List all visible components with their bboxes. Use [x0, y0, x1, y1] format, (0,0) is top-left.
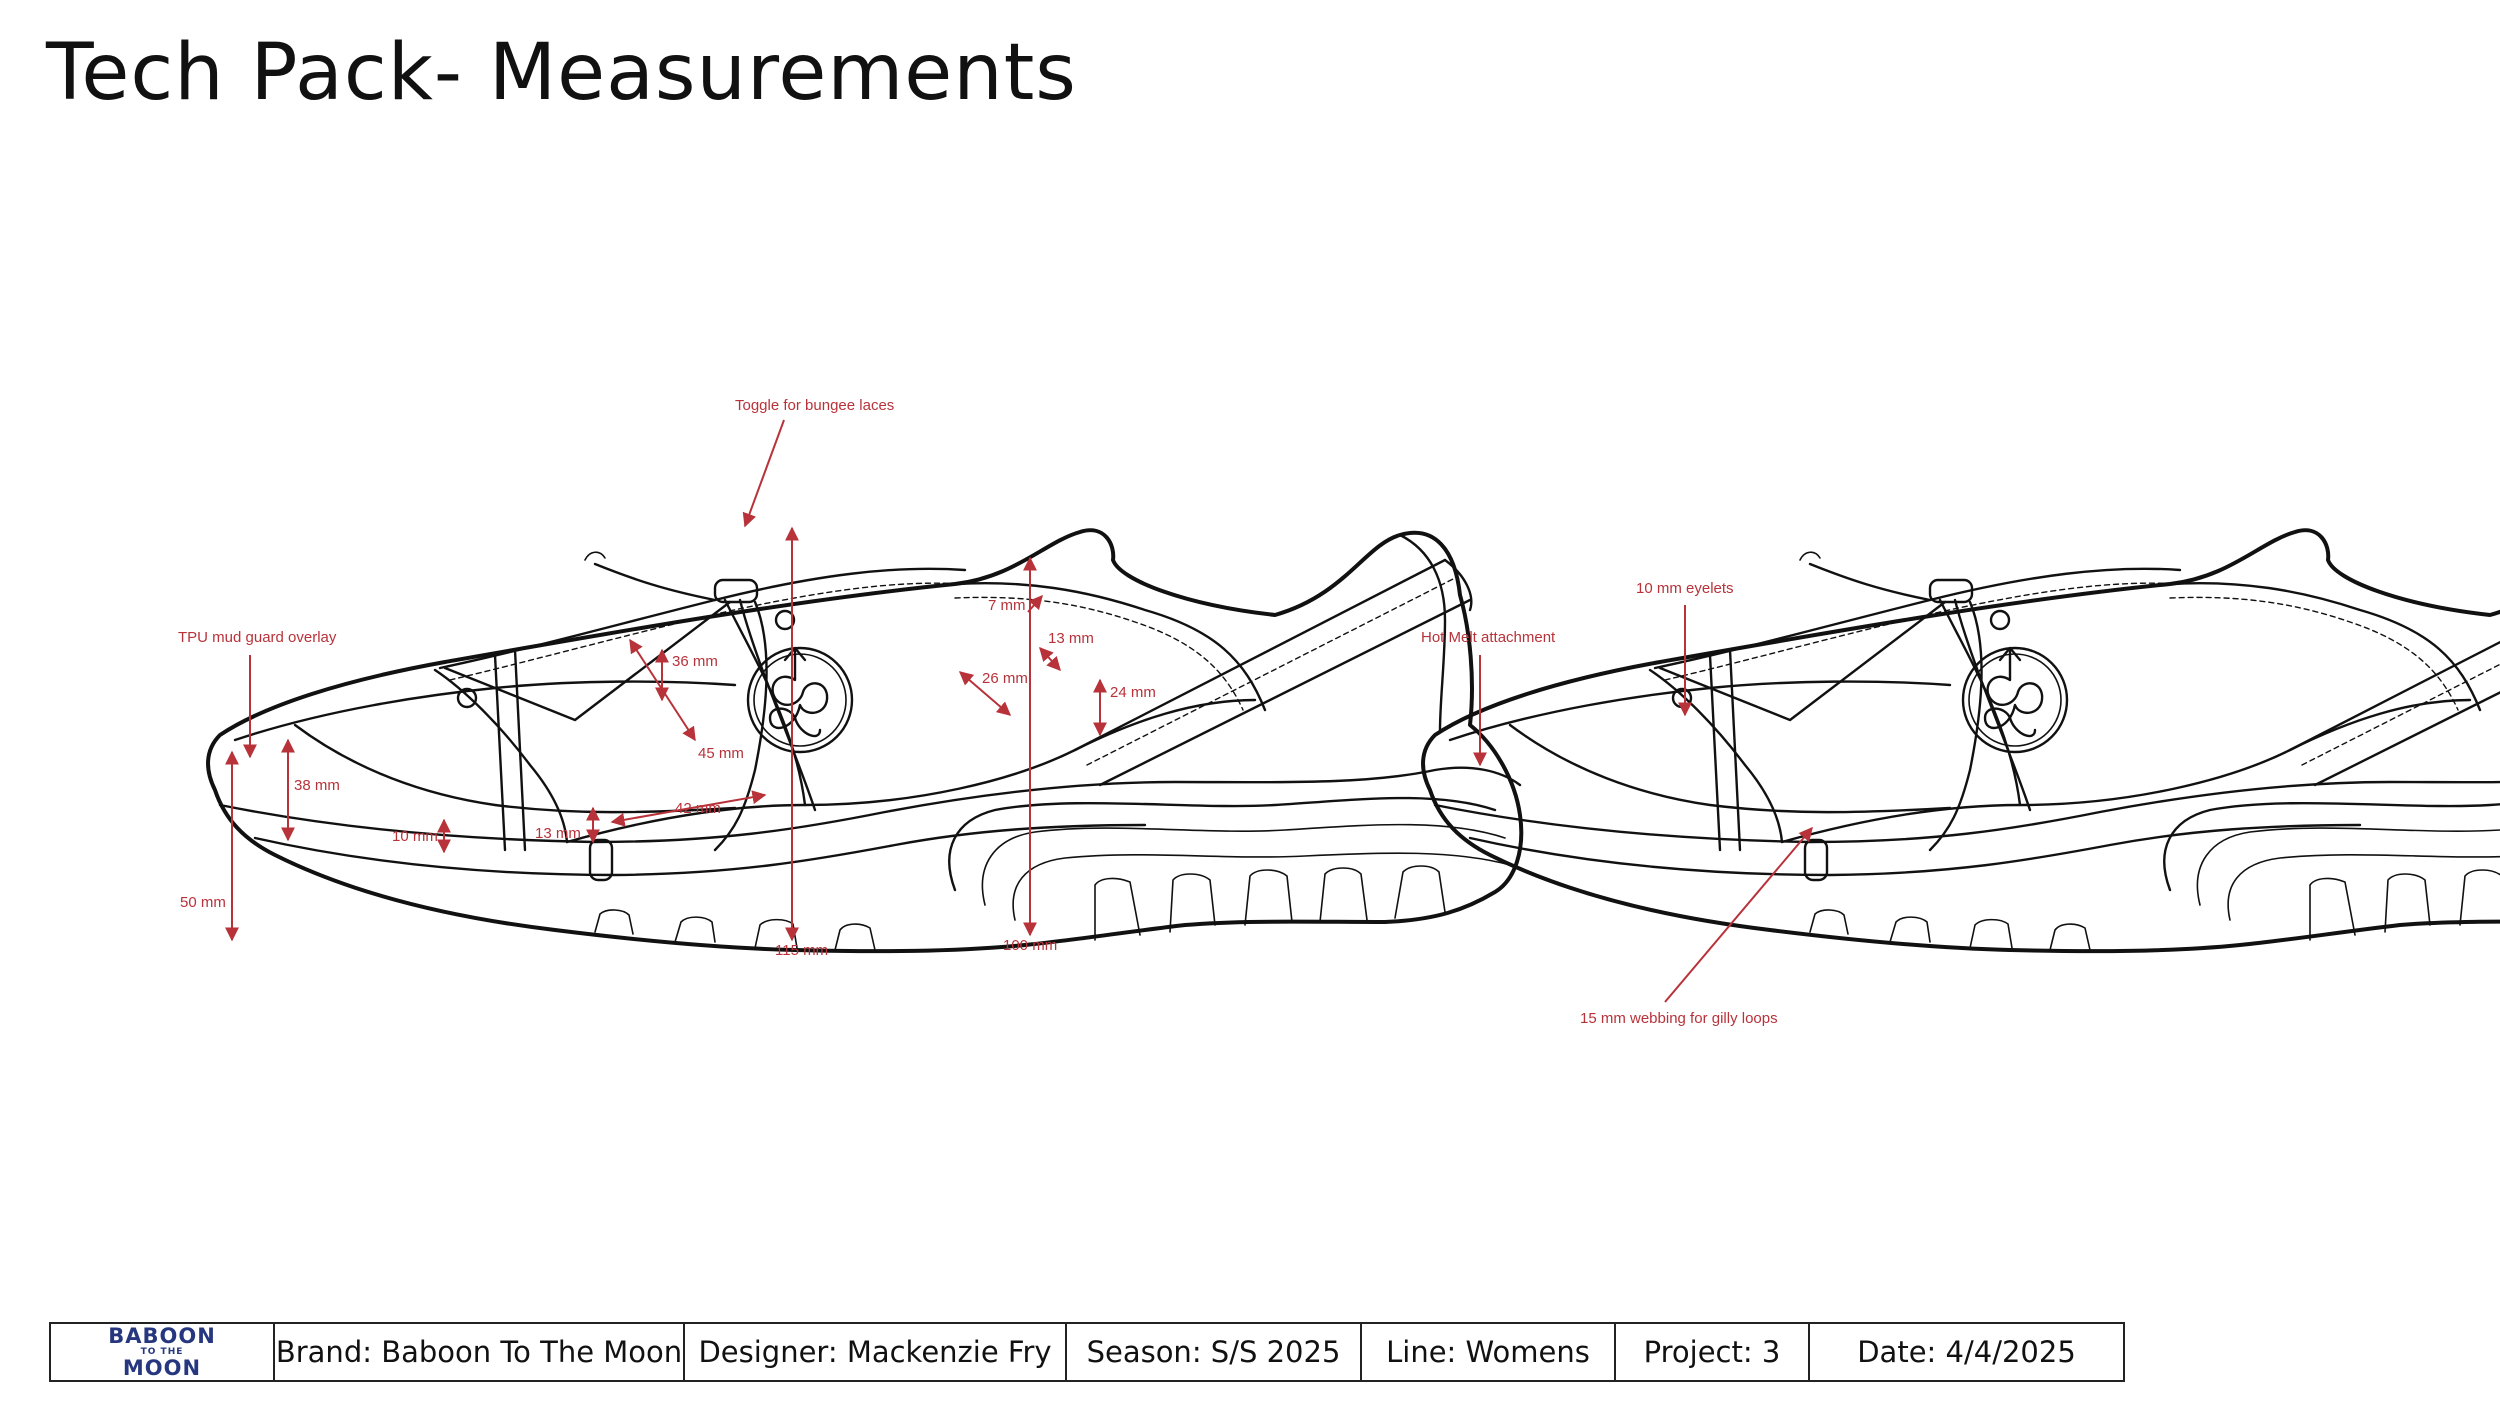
- dim-26mm: 26 mm: [982, 670, 1028, 687]
- callout-eyelets: 10 mm eyelets: [1636, 580, 1734, 597]
- right-shoe-drawing: [1421, 528, 2500, 954]
- dim-42mm: 42 mm: [675, 800, 721, 817]
- dim-115mm: 115 mm: [775, 942, 828, 959]
- designer-field: Designer: Mackenzie Fry: [685, 1324, 1067, 1380]
- title-block: BABOON TO THE MOON Brand: Baboon To The …: [49, 1322, 2125, 1382]
- dim-13mm-top: 13 mm: [1048, 630, 1094, 647]
- dim-38mm: 38 mm: [294, 777, 340, 794]
- dim-100mm: 100 mm: [1003, 937, 1057, 954]
- dim-45mm: 45 mm: [698, 745, 744, 762]
- line-field: Line: Womens: [1362, 1324, 1616, 1380]
- left-annotations: Toggle for bungee laces TPU mud guard ov…: [178, 397, 1156, 959]
- brand-logo: BABOON TO THE MOON: [51, 1324, 275, 1380]
- dim-24mm: 24 mm: [1110, 684, 1156, 701]
- callout-webbing: 15 mm webbing for gilly loops: [1580, 1010, 1778, 1027]
- season-field: Season: S/S 2025: [1067, 1324, 1362, 1380]
- callout-mud-guard: TPU mud guard overlay: [178, 629, 337, 646]
- brand-field: Brand: Baboon To The Moon: [275, 1324, 685, 1380]
- right-annotations: 10 mm eyelets Hot Melt attachment 15 mm …: [1421, 580, 1813, 1027]
- dim-10mm: 10 mm: [392, 828, 438, 845]
- callout-toggle: Toggle for bungee laces: [735, 397, 894, 414]
- project-field: Project: 3: [1616, 1324, 1810, 1380]
- callout-hot-melt: Hot Melt attachment: [1421, 629, 1556, 646]
- dim-7mm: 7 mm: [988, 597, 1026, 614]
- dim-50mm: 50 mm: [180, 894, 226, 911]
- date-field: Date: 4/4/2025: [1857, 1335, 2076, 1369]
- dim-13mm-low: 13 mm: [535, 825, 581, 842]
- left-shoe-drawing: [206, 528, 1524, 954]
- dim-36mm: 36 mm: [672, 653, 718, 670]
- page-title: Tech Pack- Measurements: [46, 28, 1077, 118]
